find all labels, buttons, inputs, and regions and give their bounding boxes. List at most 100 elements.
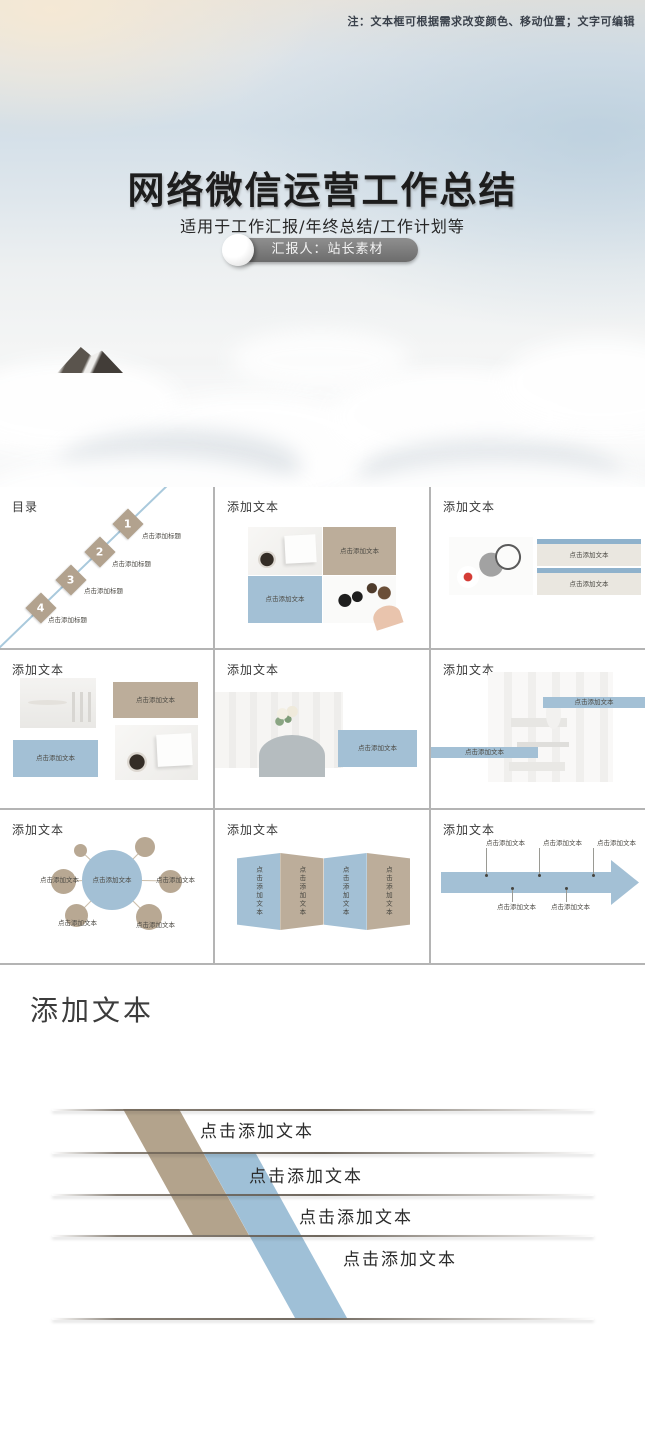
hub-circle: 点击添加文本 <box>82 850 142 910</box>
slide-title: 添加文本 <box>443 823 496 837</box>
timeline-dot <box>565 887 568 890</box>
text-box-blue: 点击添加文本 <box>248 576 322 623</box>
timeline-tick <box>486 848 487 875</box>
text-box-blue: 点击添加文本 <box>338 730 417 767</box>
timeline-dot <box>511 887 514 890</box>
spoke-label: 点击添加文本 <box>156 876 195 884</box>
slide-title: 添加文本 <box>12 823 65 837</box>
text-box-tan: 点击添加文本 <box>323 527 396 575</box>
page-subtitle: 适用于工作汇报/年终总结/工作计划等 <box>180 217 465 236</box>
photo-vase-room <box>488 672 613 782</box>
slide-title: 添加文本 <box>227 823 280 837</box>
satellite-circle <box>159 870 182 893</box>
placeholder-text: 点击添加文本 <box>384 866 393 917</box>
placeholder-text: 点击添加文本 <box>297 866 306 917</box>
placeholder-text: 点击添加文本 <box>254 866 263 917</box>
placeholder-text: 点击添加文本 <box>569 579 609 588</box>
spoke-label: 点击添加文本 <box>136 921 175 929</box>
toc-item-label: 点击添加标题 <box>142 532 181 540</box>
preview-title: 添加文本 <box>30 994 155 1027</box>
preview-row-text: 点击添加文本 <box>299 1208 413 1228</box>
fold-panel: 点击添加文本 <box>323 853 367 930</box>
fold-panels: 点击添加文本 点击添加文本 点击添加文本 点击添加文本 <box>237 853 410 930</box>
divider-line <box>52 1235 594 1237</box>
placeholder-text: 点击添加文本 <box>92 875 132 884</box>
slide-title: 添加文本 <box>227 663 280 677</box>
toc-item-label: 点击添加标题 <box>112 560 151 568</box>
slide-thumbnail-toc[interactable]: 目录 1 2 3 4 点击添加标题 点击添加标题 点击添加标题 点击添加标题 <box>0 487 213 648</box>
slide-thumbnail-timeline[interactable]: 添加文本 点击添加文本 点击添加文本 点击添加文本 点击添加文本 点击添加文本 <box>431 810 645 963</box>
page-title: 网络微信运营工作总结 <box>127 169 518 212</box>
timeline-arrow-body <box>441 872 612 893</box>
photo-flower-chair <box>215 692 343 778</box>
slide-thumbnail-hub-spokes[interactable]: 添加文本 点击添加文本 点击添加文本 点击添加文本 点击添加文本 点击添加文本 <box>0 810 213 963</box>
spoke-label: 点击添加文本 <box>58 919 97 927</box>
timeline-tick <box>593 848 594 875</box>
placeholder-text: 点击添加文本 <box>569 550 609 559</box>
hero-cover: 注：文本框可根据需求改变颜色、移动位置；文字可编辑 网络微信运营工作总结 适用于… <box>0 0 645 487</box>
card-body: 点击添加文本 <box>537 544 641 566</box>
text-box-tan: 点击添加文本 <box>113 682 198 718</box>
slide-large-preview: 添加文本 点击添加文本 点击添加文本 点击添加文本 点击添加文本 <box>0 967 645 1455</box>
banner-blue-top: 点击添加文本 <box>543 697 645 708</box>
preview-row-text: 点击添加文本 <box>343 1250 457 1270</box>
satellite-circle <box>74 844 87 857</box>
timeline-label-bottom: 点击添加文本 <box>497 903 536 911</box>
divider-line <box>52 1152 594 1154</box>
placeholder-text: 点击添加文本 <box>265 595 305 604</box>
card-body: 点击添加文本 <box>537 573 641 595</box>
banner-blue-bottom: 点击添加文本 <box>431 747 538 758</box>
placeholder-text: 点击添加文本 <box>36 754 75 763</box>
slide-title: 添加文本 <box>227 500 280 514</box>
presenter-label: 汇报人：站长素材 <box>271 242 384 257</box>
slide-thumbnail-fold[interactable]: 添加文本 点击添加文本 点击添加文本 点击添加文本 点击添加文本 <box>215 810 429 963</box>
photo-table-chair <box>20 678 96 728</box>
placeholder-text: 点击添加文本 <box>358 744 397 753</box>
divider-line <box>52 1194 594 1196</box>
slide-title: 添加文本 <box>443 663 496 677</box>
photo-glasses-pen <box>449 537 533 595</box>
slide-thumbnail-cards[interactable]: 添加文本 点击添加文本 点击添加文本 <box>431 487 645 648</box>
editable-note: 注：文本框可根据需求改变颜色、移动位置；文字可编辑 <box>347 15 635 28</box>
timeline-label-top: 点击添加文本 <box>543 839 582 847</box>
timeline-label-top: 点击添加文本 <box>597 839 636 847</box>
slide-title: 添加文本 <box>12 663 65 677</box>
satellite-circle <box>65 904 88 927</box>
slide-thumbnail-two-col[interactable]: 添加文本 点击添加文本 点击添加文本 <box>0 650 213 808</box>
timeline-tick <box>539 848 540 875</box>
timeline-dot <box>592 874 595 877</box>
satellite-circle <box>51 869 76 894</box>
slide-thumbnail-photo-text[interactable]: 添加文本 点击添加文本 <box>215 650 429 808</box>
placeholder-text: 点击添加文本 <box>574 698 614 707</box>
card-header-bar <box>537 539 641 544</box>
timeline-tick <box>566 890 567 902</box>
toc-item-label: 点击添加标题 <box>84 587 123 595</box>
photo-sunglasses-coffee <box>323 576 396 623</box>
timeline-arrow-head <box>611 860 639 905</box>
placeholder-text: 点击添加文本 <box>341 866 350 917</box>
slide-thumbnail-quad[interactable]: 添加文本 点击添加文本 点击添加文本 <box>215 487 429 648</box>
timeline-label-top: 点击添加文本 <box>486 839 525 847</box>
satellite-circle <box>135 837 155 857</box>
timeline-label-bottom: 点击添加文本 <box>551 903 590 911</box>
slide-title: 目录 <box>12 500 39 514</box>
preview-row-text: 点击添加文本 <box>200 1122 314 1142</box>
slide-thumbnail-grid: 目录 1 2 3 4 点击添加标题 点击添加标题 点击添加标题 点击添加标题 添… <box>0 487 645 965</box>
spoke-label: 点击添加文本 <box>40 876 79 884</box>
fold-panel: 点击添加文本 <box>280 853 324 930</box>
text-card: 点击添加文本 <box>537 568 641 595</box>
photo-coffee-calendar <box>115 725 198 780</box>
slide-thumbnail-banners[interactable]: 添加文本 点击添加文本 点击添加文本 <box>431 650 645 808</box>
placeholder-text: 点击添加文本 <box>340 546 379 555</box>
fold-panel: 点击添加文本 <box>366 853 410 930</box>
placeholder-text: 点击添加文本 <box>465 748 504 757</box>
satellite-circle <box>136 904 162 930</box>
timeline-tick <box>512 890 513 902</box>
toc-item-label: 点击添加标题 <box>48 616 87 624</box>
fold-panel: 点击添加文本 <box>237 853 281 930</box>
photo-desk-calendar <box>248 527 322 575</box>
divider-line <box>52 1109 594 1111</box>
timeline-dot <box>538 874 541 877</box>
card-header-bar <box>537 568 641 573</box>
